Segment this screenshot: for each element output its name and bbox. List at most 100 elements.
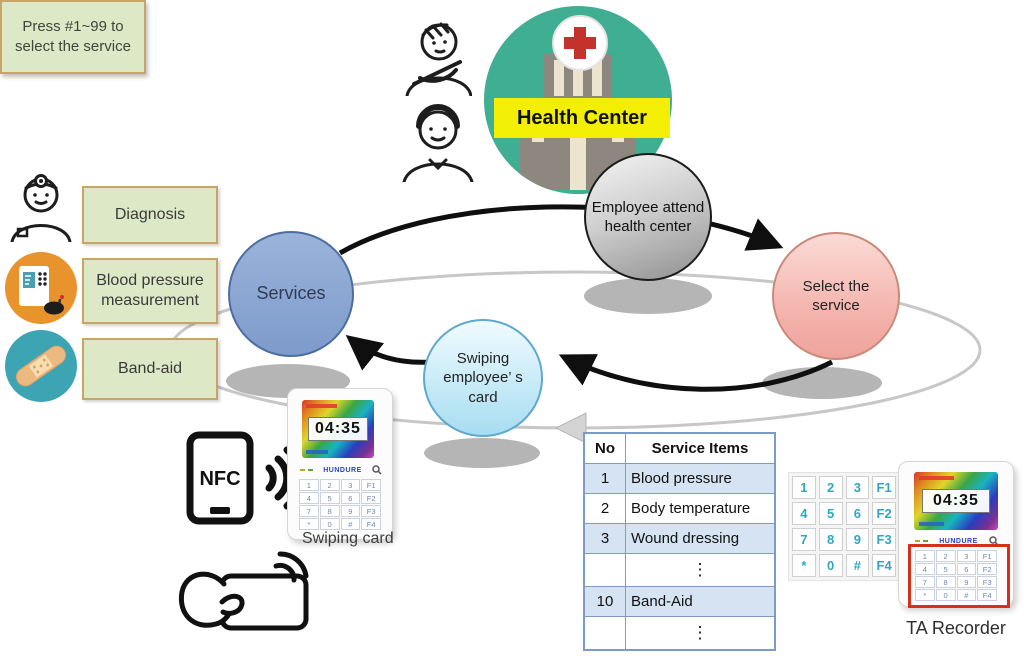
- keypad-key: 0: [818, 554, 843, 577]
- screen-menu-strip: [306, 450, 328, 454]
- table-row: 1 Blood pressure: [583, 463, 776, 494]
- table-row: 10 Band-Aid: [583, 586, 776, 617]
- table-row: 3 Wound dressing: [583, 523, 776, 554]
- keypad-key: 7: [915, 576, 935, 588]
- magnifier-icon: [372, 465, 382, 475]
- keypad-key: F4: [977, 589, 997, 601]
- status-led: [308, 469, 313, 471]
- keypad-key: 9: [956, 576, 977, 588]
- ta-recorder-caption: TA Recorder: [906, 618, 1006, 638]
- keypad-key: #: [845, 554, 870, 577]
- circle-shadow: [762, 367, 882, 399]
- injured-person-icon: [405, 22, 472, 96]
- keypad-key: 0: [319, 518, 340, 530]
- keypad-key: 5: [818, 502, 843, 525]
- keypad-key: 6: [340, 492, 361, 504]
- keypad-key: 8: [818, 528, 843, 551]
- table-cell-item: Wound dressing: [625, 523, 776, 554]
- node-label: Employee attend health center: [591, 198, 705, 236]
- keypad-key: 2: [935, 550, 956, 562]
- service-box-bandaid: Band-aid: [82, 338, 218, 400]
- table-row-ellipsis: ⋮: [583, 553, 776, 587]
- keypad-key: *: [299, 518, 319, 530]
- circle-shadow: [584, 278, 712, 314]
- service-box-diagnosis: Diagnosis: [82, 186, 218, 244]
- hospital-window: [573, 60, 583, 96]
- keypad-key: 7: [792, 528, 816, 551]
- keypad-key: #: [956, 589, 977, 601]
- orbit-arrowhead-icon: [554, 412, 587, 444]
- blood-pressure-icon: [5, 252, 77, 324]
- signal-waves-icon: [273, 551, 309, 583]
- device-screen: 04:35: [302, 400, 374, 458]
- keypad-key: 7: [299, 505, 319, 517]
- service-items-table: No Service Items 1 Blood pressure 2 Body…: [583, 432, 776, 651]
- keypad-key: 5: [319, 492, 340, 504]
- keypad-key: 2: [818, 476, 843, 499]
- keypad-key: F1: [977, 550, 997, 562]
- keypad-key: 2: [319, 479, 340, 491]
- node-label: Select the service: [802, 277, 870, 315]
- table-cell-item: Band-Aid: [625, 586, 776, 617]
- keypad-key: F3: [361, 505, 381, 517]
- table-cell-item: Body temperature: [625, 493, 776, 524]
- device-brand-row: HUNDURE: [300, 465, 382, 475]
- service-box-blood-pressure: Blood pressure measurement: [82, 258, 218, 324]
- keypad-key: 6: [956, 563, 977, 575]
- hospital-window: [592, 60, 602, 96]
- device-clock: 04:35: [921, 489, 991, 513]
- health-center-banner: Health Center: [494, 98, 670, 138]
- keypad-key: F3: [872, 528, 896, 551]
- table-header-no: No: [583, 432, 626, 464]
- doctor-icon: [10, 174, 72, 242]
- node-label: Services: [256, 283, 326, 304]
- press-note-box: Press #1~99 to select the service: [0, 0, 146, 74]
- keypad-key: 1: [792, 476, 816, 499]
- table-cell-item: ⋮: [625, 616, 776, 651]
- node-services: Services: [228, 231, 354, 357]
- keypad-key: 8: [935, 576, 956, 588]
- keypad-highlight-box: [908, 544, 1010, 608]
- hand-card-icon: [178, 551, 309, 631]
- keypad-key: F1: [872, 476, 896, 499]
- device-brand: HUNDURE: [323, 466, 362, 474]
- keypad-key: 3: [340, 479, 361, 491]
- service-box-label: Blood pressure measurement: [96, 272, 204, 309]
- device-clock: 04:35: [308, 417, 368, 441]
- status-led: [915, 540, 920, 542]
- person-icon: [402, 104, 474, 182]
- table-cell-no: 1: [583, 463, 626, 494]
- node-label: Swiping employee’ s card: [443, 349, 523, 406]
- hospital-window: [554, 60, 564, 96]
- keypad-key: 1: [915, 550, 935, 562]
- table-row-ellipsis: ⋮: [583, 616, 776, 651]
- flow-arrow: [345, 335, 431, 371]
- table-row: 2 Body temperature: [583, 493, 776, 524]
- keypad-key: 8: [319, 505, 340, 517]
- table-cell-item: Blood pressure: [625, 463, 776, 494]
- keypad-key: 3: [845, 476, 870, 499]
- keypad-key: F3: [977, 576, 997, 588]
- device-brand: HUNDURE: [939, 537, 978, 545]
- table-cell-no: 10: [583, 586, 626, 617]
- keypad-key: 3: [956, 550, 977, 562]
- phone-home-button: [210, 507, 230, 514]
- table-header-row: No Service Items: [583, 432, 776, 464]
- screen-date-strip: [919, 476, 955, 480]
- keypad-key: 4: [915, 563, 935, 575]
- keypad-key: F2: [872, 502, 896, 525]
- service-box-label: Band-aid: [117, 360, 183, 377]
- keypad-key: 6: [845, 502, 870, 525]
- bandaid-icon: [5, 330, 77, 402]
- press-note-text: Press #1~99 to select the service: [15, 17, 131, 55]
- swiping-card-caption: Swiping card: [302, 530, 394, 547]
- device-brand-row: HUNDURE: [915, 536, 999, 546]
- node-swiping-card: Swiping employee’ s card: [423, 319, 543, 437]
- table-cell-no: [583, 616, 626, 651]
- keypad-key: 1: [299, 479, 319, 491]
